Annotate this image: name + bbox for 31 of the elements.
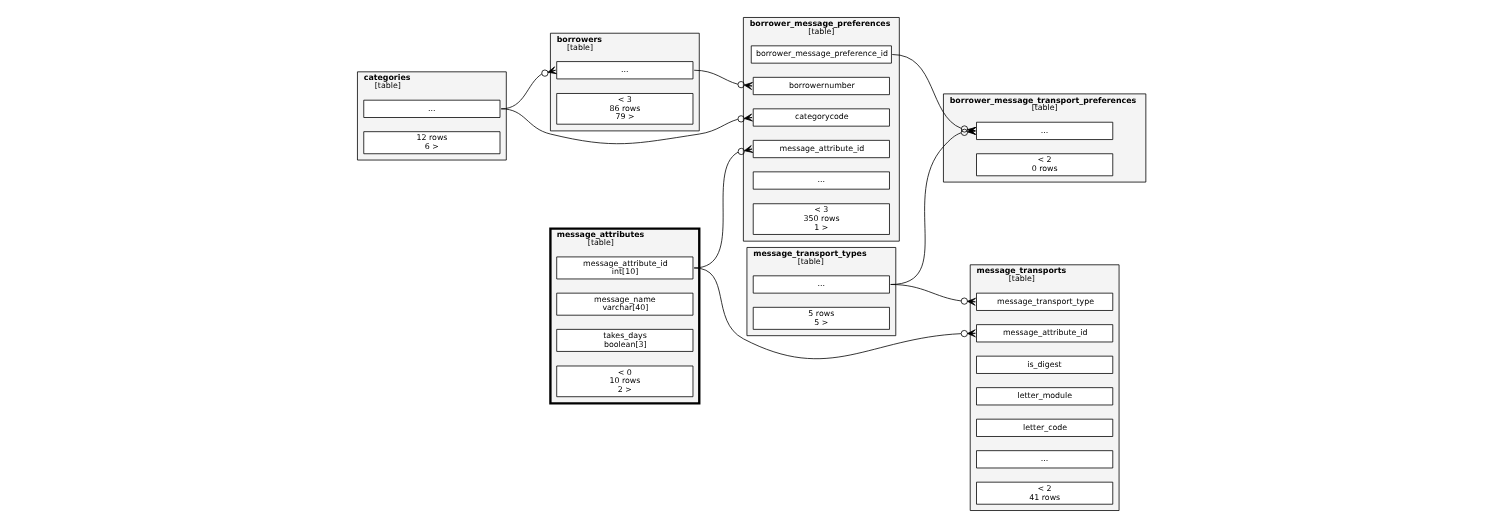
- node-box: borrower_message_preference_id: [750, 45, 892, 64]
- node-box: categorycode: [752, 108, 890, 127]
- connector: [500, 108, 753, 145]
- node-box: 5 rows 5 >: [752, 306, 890, 330]
- node-box: ...: [752, 171, 890, 190]
- node-box: message_attribute_id: [975, 324, 1113, 343]
- node-box: ...: [752, 275, 890, 294]
- node-box: takes_days boolean[3]: [555, 328, 693, 352]
- node-box: ...: [975, 450, 1113, 469]
- node-box: message_name varchar[40]: [555, 292, 693, 316]
- node-box: 12 rows 6 >: [362, 131, 500, 155]
- connector: [889, 284, 976, 306]
- node-box: borrowernumber: [752, 76, 890, 96]
- node-box: < 2 0 rows: [975, 153, 1113, 177]
- node-box: ...: [362, 99, 500, 118]
- node-box: message_attribute_id: [752, 139, 890, 159]
- node-box: message_transport_type: [975, 292, 1113, 311]
- node-box: ...: [975, 121, 1113, 140]
- node-box: < 0 10 rows 2 >: [555, 365, 693, 398]
- node-box: is_digest: [975, 355, 1113, 374]
- node-box: < 2 41 rows: [975, 481, 1113, 505]
- node-box: message_attribute_id int[10]: [555, 256, 693, 280]
- node-box: < 3 86 rows 79 >: [555, 93, 693, 125]
- connector: [693, 145, 753, 269]
- connector: [891, 54, 976, 135]
- connector: [693, 267, 976, 360]
- connector: [693, 69, 753, 90]
- node-box: < 3 350 rows 1 >: [752, 203, 890, 235]
- node-box: letter_code: [975, 418, 1113, 437]
- node-box: ...: [555, 61, 693, 80]
- node-box: letter_module: [975, 387, 1113, 406]
